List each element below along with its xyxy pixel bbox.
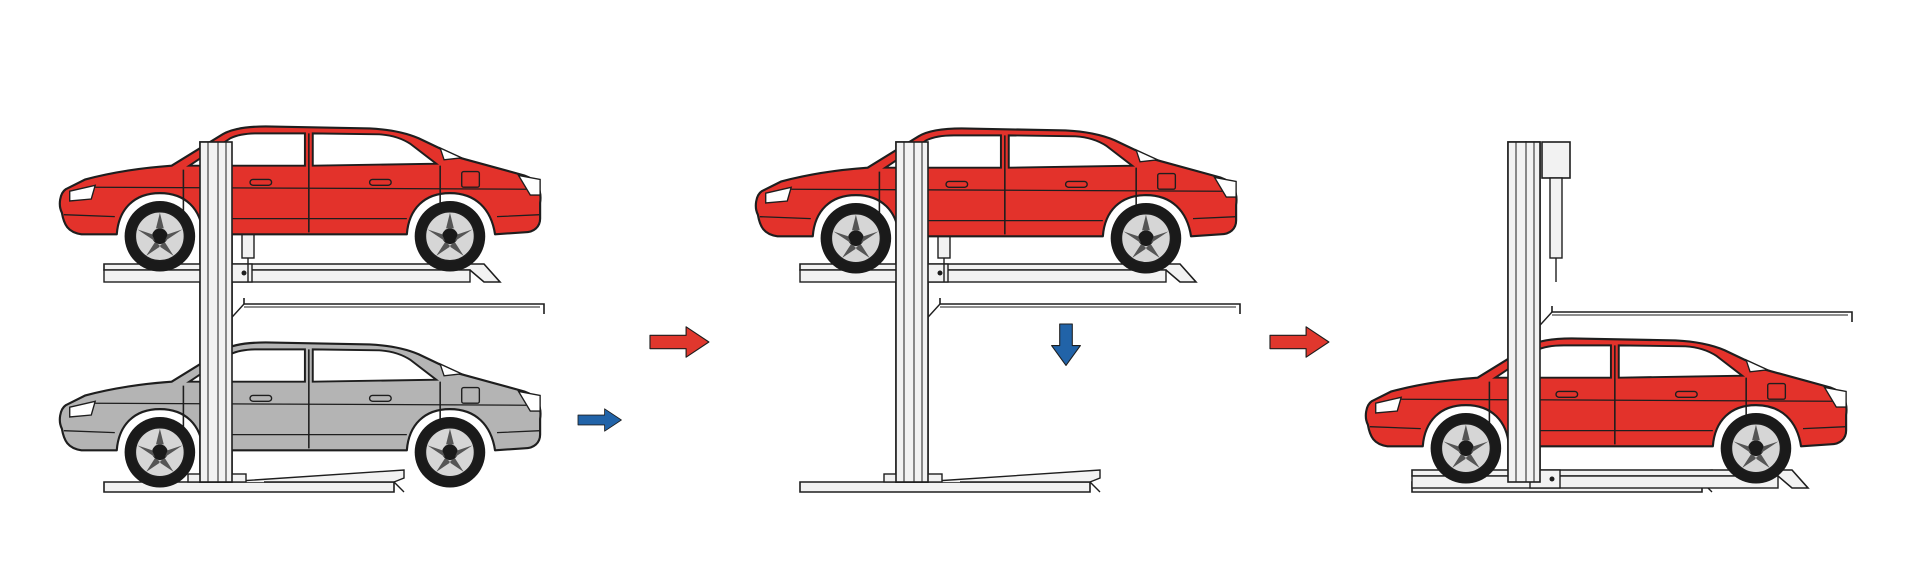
step-3-platform-lowered [1364,141,1853,493]
car-icon [58,125,542,273]
arrow-right-icon [577,408,622,432]
car-icon [1364,337,1848,485]
car-icon [754,127,1238,275]
arrow-right-icon [649,326,710,358]
car-icon [58,341,542,489]
step-2-lower-car-removed [754,127,1241,493]
arrow-down-icon [1051,323,1081,366]
step-1-both-cars-parked [58,125,622,493]
arrow-right-icon [1269,326,1330,358]
